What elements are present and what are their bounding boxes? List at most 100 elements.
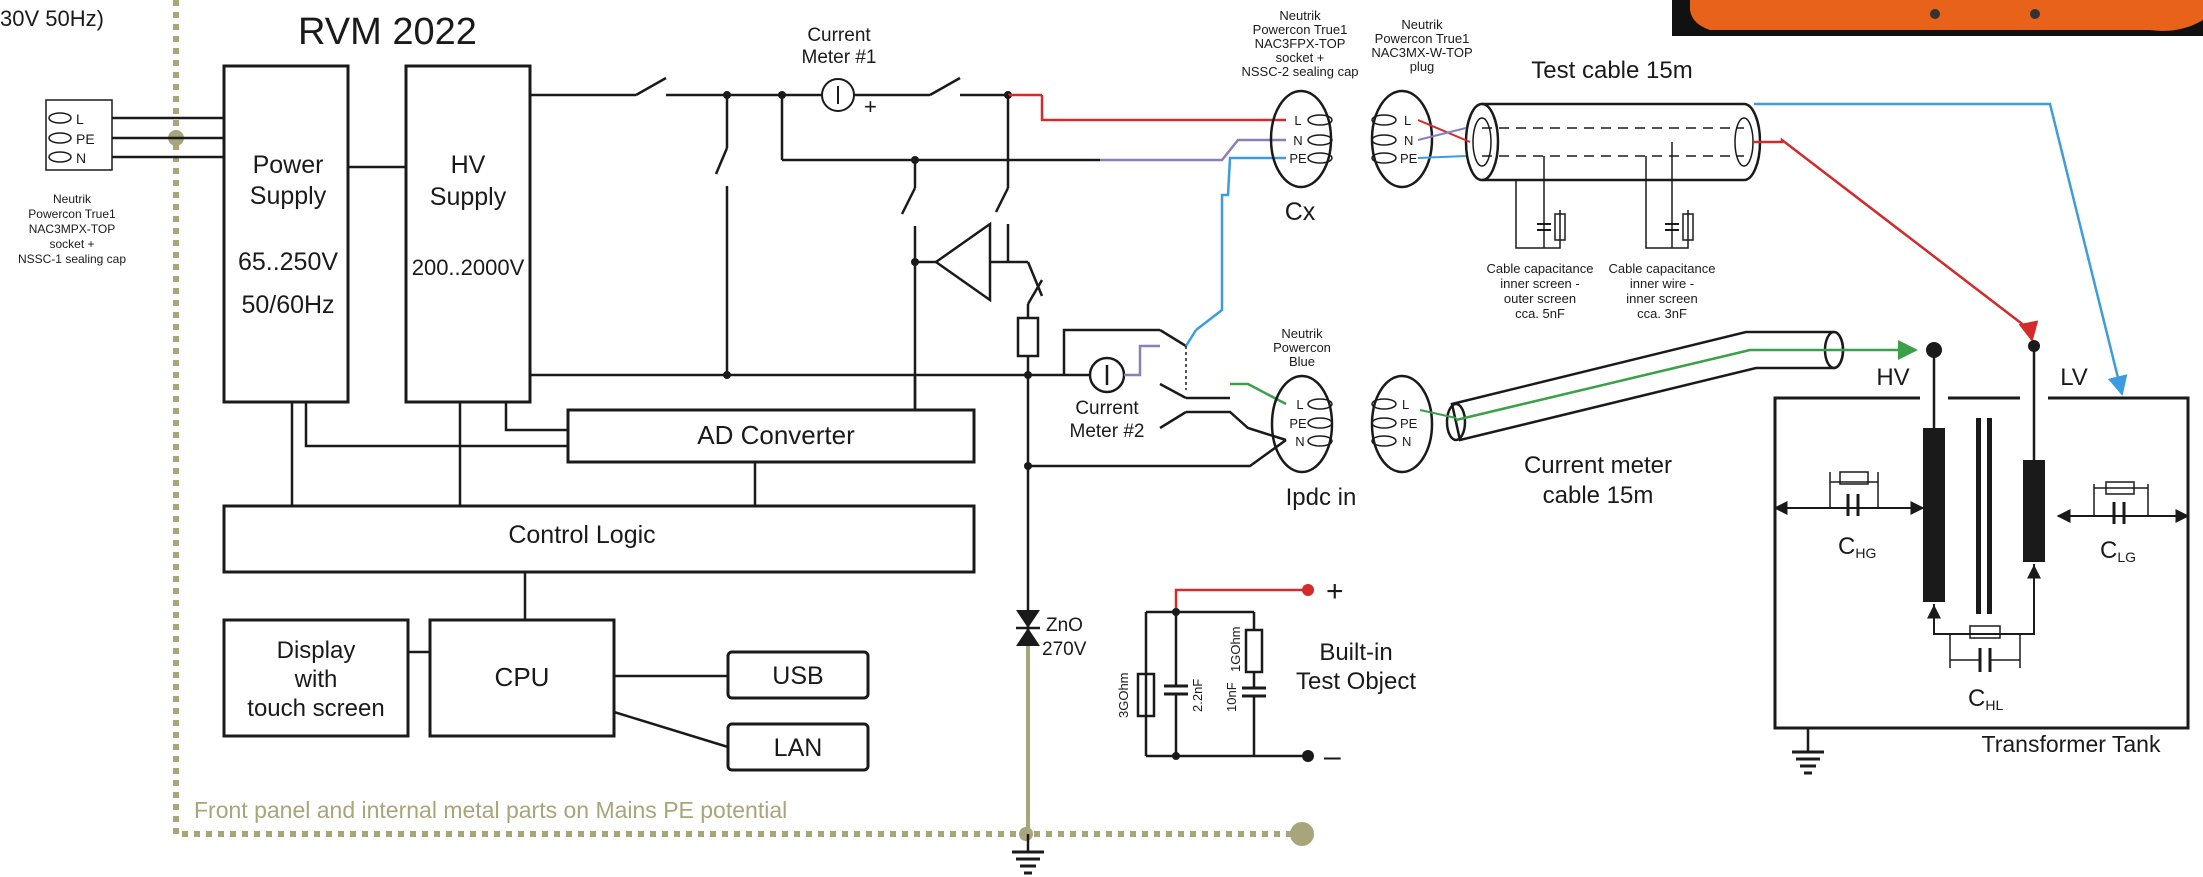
capacitor-icon (1242, 686, 1266, 698)
test-cable-inner-wires (1417, 119, 1471, 159)
connector-icon (1307, 398, 1333, 447)
resistor-icon (1682, 213, 1694, 241)
svg-text:inner screen: inner screen (1626, 291, 1698, 306)
ipdc-pin-n: N (1295, 434, 1304, 449)
test-object-r2: 1GOhm (1228, 626, 1243, 672)
test-object-label-1: Built-in (1319, 639, 1392, 666)
mains-pin-l: L (76, 111, 84, 127)
cx-pin-n: N (1293, 133, 1302, 148)
mains-socket-caption: Neutrik Powercon True1 NAC3MPX-TOP socke… (18, 192, 126, 266)
current-meter-1-label-1: Current (807, 25, 871, 46)
svg-text:NSSC-2 sealing cap: NSSC-2 sealing cap (1241, 64, 1358, 79)
svg-text:NAC3MPX-TOP: NAC3MPX-TOP (29, 222, 115, 236)
transformer-lv-label: LV (2060, 364, 2088, 391)
svg-text:outer screen: outer screen (1504, 291, 1576, 306)
switch-icon (929, 76, 961, 97)
ipdc-pin-pe: PE (1289, 416, 1307, 431)
cx-socket-caption: Neutrik Powercon True1 NAC3FPX-TOP socke… (1241, 8, 1358, 79)
svg-text:Neutrik: Neutrik (1401, 17, 1443, 32)
test-cable (1464, 102, 1762, 182)
cpu-label: CPU (495, 662, 550, 692)
svg-text:Cable capacitance: Cable capacitance (1487, 261, 1594, 276)
capacitor-icon (1665, 223, 1679, 231)
resistor-icon (1554, 213, 1566, 241)
clg-label: CLG (2100, 537, 2136, 565)
svg-text:socket +: socket + (1276, 50, 1325, 65)
power-supply-block (222, 64, 350, 404)
ammeter-icon (1088, 356, 1126, 394)
ground-icon (1012, 834, 1044, 875)
ipdc-plug-pin-n: N (1402, 434, 1411, 449)
hv-supply-label-1: HV (451, 151, 486, 179)
ipdc-plug-pin-pe: PE (1400, 416, 1418, 431)
connector-icon (1371, 114, 1397, 164)
svg-text:inner screen -: inner screen - (1500, 276, 1579, 291)
zener-icon (1016, 610, 1040, 646)
current-meter-1: + (821, 78, 877, 119)
svg-text:+: + (864, 94, 877, 119)
cable-capacitance-1-caption: Cable capacitance inner screen - outer s… (1487, 261, 1594, 321)
svg-text:Blue: Blue (1289, 354, 1315, 369)
switch-icon (900, 187, 917, 215)
cx-label: Cx (1285, 198, 1316, 226)
capacitor-icon (1537, 223, 1551, 231)
ipdc-socket: L PE N (1270, 374, 1334, 474)
test-object-minus: – (1324, 740, 1341, 773)
svg-text:Neutrik: Neutrik (1281, 326, 1323, 341)
guard-switch-network (900, 156, 1090, 620)
mains-pe-dotted-line (168, 0, 1314, 846)
lan-block (726, 722, 870, 772)
resistor-icon (1016, 316, 1040, 358)
svg-text:Powercon True1: Powercon True1 (1375, 31, 1470, 46)
cable-capacitance-2 (1645, 142, 1694, 249)
front-panel-note: Front panel and internal metal parts on … (194, 797, 787, 823)
transformer-hv-label: HV (1876, 364, 1909, 391)
svg-text:inner wire -: inner wire - (1630, 276, 1694, 291)
corner-voltage-text: 30V 50Hz) (0, 6, 104, 31)
switch-icon (994, 187, 1010, 213)
hv-supply-voltage: 200..2000V (412, 255, 525, 280)
svg-text:Neutrik: Neutrik (1279, 8, 1321, 23)
display-label-3: touch screen (247, 695, 384, 722)
switch-icon (635, 76, 667, 97)
current-meter-1-label-2: Meter #1 (802, 47, 877, 68)
test-object-c2: 10nF (1224, 682, 1239, 712)
svg-text:Cable capacitance: Cable capacitance (1609, 261, 1716, 276)
cx-plug: L N PE (1370, 89, 1434, 189)
power-supply-frequency: 50/60Hz (241, 291, 334, 319)
power-supply-voltage: 65..250V (238, 248, 338, 276)
control-logic-block (222, 504, 976, 574)
svg-text:plug: plug (1410, 59, 1435, 74)
switch-icon (1026, 279, 1044, 305)
lan-label: LAN (774, 734, 823, 762)
display-label-1: Display (277, 637, 356, 664)
built-in-test-object (1136, 584, 1314, 762)
switch-icon (714, 147, 729, 175)
transformer-tank-label: Transformer Tank (1982, 731, 2161, 757)
mains-pin-pe: PE (76, 131, 95, 147)
cx-plug-caption: Neutrik Powercon True1 NAC3MX-W-TOP plug (1371, 17, 1472, 74)
mains-wires (112, 116, 224, 159)
cx-socket: L N PE (1269, 89, 1333, 189)
cx-pin-pe: PE (1289, 151, 1307, 166)
ipdc-label: Ipdc in (1286, 484, 1357, 511)
test-object-r1: 3GOhm (1116, 672, 1131, 718)
svg-text:NSSC-1 sealing cap: NSSC-1 sealing cap (18, 252, 126, 266)
current-meter-2 (1028, 328, 1287, 468)
test-object-label-2: Test Object (1296, 668, 1416, 695)
display-block (222, 618, 410, 738)
zno-label-1: ZnO (1046, 615, 1083, 636)
ipdc-plug: L PE N (1370, 374, 1434, 474)
resistor-icon (1136, 672, 1156, 718)
control-bus-wires (290, 373, 1028, 620)
connector-icon (48, 112, 72, 163)
svg-text:NAC3MX-W-TOP: NAC3MX-W-TOP (1371, 45, 1472, 60)
svg-text:cca. 5nF: cca. 5nF (1515, 306, 1565, 321)
ammeter-icon (821, 78, 855, 112)
test-object-plus: + (1326, 575, 1344, 608)
zno-label-2: 270V (1042, 639, 1087, 660)
hv-supply-label-2: Supply (430, 183, 507, 211)
test-object-c1: 2.2nF (1190, 679, 1205, 712)
zno-arrester (1012, 610, 1044, 875)
amplifier-icon (911, 221, 1008, 303)
